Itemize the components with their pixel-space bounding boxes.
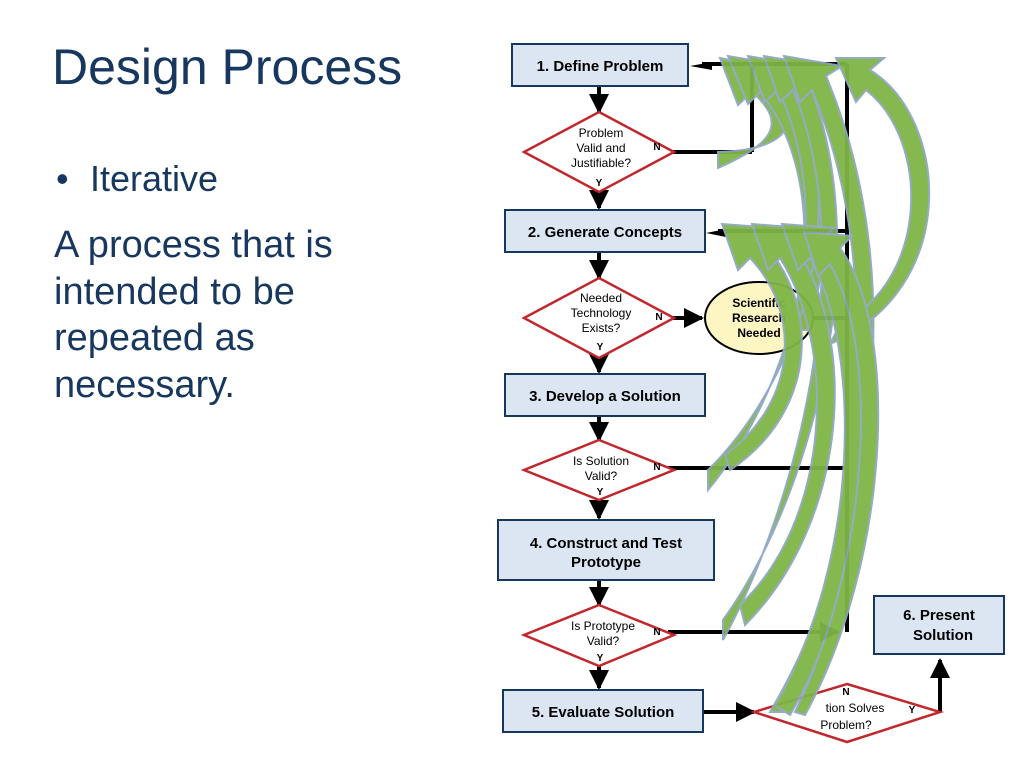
yes-label: Y — [597, 653, 604, 664]
step-box — [873, 595, 1005, 655]
step-label-line2: Solution — [913, 627, 973, 644]
no-label: N — [842, 687, 849, 698]
decision-diamond — [520, 603, 678, 668]
step-develop-solution: 3. Develop a Solution — [504, 373, 706, 417]
bullet-dot-icon: • — [56, 158, 69, 199]
decision-text-1: Needed — [580, 291, 622, 305]
decision-diamond — [520, 438, 678, 502]
decision-prototype-valid: Is Prototype Valid? Y N — [520, 603, 678, 668]
yes-label: Y — [909, 705, 916, 716]
decision-text-2: Valid? — [585, 469, 618, 483]
research-text-2: Research — [732, 311, 786, 325]
decision-text-2: Technology — [571, 306, 632, 320]
step-label-line2: Prototype — [571, 554, 641, 571]
decision-solution-valid: Is Solution Valid? Y N — [520, 438, 678, 502]
decision-text-3: Justifiable? — [571, 156, 631, 170]
decision-diamond — [521, 276, 677, 360]
iteration-arrow-4 — [722, 54, 839, 641]
decision-problem-valid: Problem Valid and Justifiable? Y N — [521, 110, 677, 194]
decision-text-2: Problem? — [820, 718, 872, 732]
step-construct-test: 4. Construct and Test Prototype — [497, 519, 715, 581]
step-evaluate-solution: 5. Evaluate Solution — [502, 689, 704, 733]
no-label: N — [653, 462, 660, 473]
no-label: N — [653, 142, 660, 153]
step-label: 2. Generate Concepts — [528, 224, 682, 241]
iteration-arrows — [707, 54, 931, 717]
decision-text-2: Valid and — [576, 141, 625, 155]
decision-text-1: tion Solves — [826, 701, 885, 715]
step-box — [504, 209, 706, 253]
step-label-line1: 4. Construct and Test — [530, 535, 682, 552]
decision-text-2: Valid? — [587, 634, 620, 648]
yes-label: Y — [597, 487, 604, 498]
step-label-line1: 6. Present — [903, 607, 975, 624]
step-label: 1. Define Problem — [537, 58, 664, 75]
define-arrowhead — [690, 62, 712, 70]
iteration-arrow-10 — [793, 230, 880, 717]
step-box — [511, 43, 689, 87]
iteration-arrow-6 — [827, 57, 931, 346]
step-present-solution: 6. Present Solution — [873, 595, 1005, 655]
research-text-1: Scientific — [732, 296, 786, 310]
no-label: N — [653, 627, 660, 638]
decision-text-1: Is Prototype — [571, 619, 635, 633]
generate-arrowhead — [706, 229, 726, 237]
step-label: 3. Develop a Solution — [529, 388, 681, 405]
bullet-item: • Iterative — [56, 158, 218, 200]
yes-label: Y — [596, 178, 603, 189]
slide-title: Design Process — [52, 39, 403, 95]
step-generate-concepts: 2. Generate Concepts — [504, 209, 706, 253]
step-define-problem: 1. Define Problem — [511, 43, 689, 87]
step-box — [504, 373, 706, 417]
step-label: 5. Evaluate Solution — [532, 704, 675, 721]
yes-label: Y — [597, 342, 604, 353]
no-label: N — [655, 312, 662, 323]
definition-text: A process that is intended to be repeate… — [54, 224, 333, 407]
research-text-3: Needed — [737, 326, 780, 340]
step-box — [497, 519, 715, 581]
decision-text-1: Is Solution — [573, 454, 629, 468]
iteration-arrow-7 — [720, 222, 803, 472]
bullet-text: Iterative — [90, 158, 219, 199]
decision-diamond — [521, 110, 677, 194]
iteration-arrow-8 — [738, 222, 836, 627]
decision-text-1: Problem — [579, 126, 624, 140]
decision-technology-exists: Needed Technology Exists? Y N — [521, 276, 677, 360]
step-box — [502, 689, 704, 733]
decision-text-3: Exists? — [582, 321, 621, 335]
